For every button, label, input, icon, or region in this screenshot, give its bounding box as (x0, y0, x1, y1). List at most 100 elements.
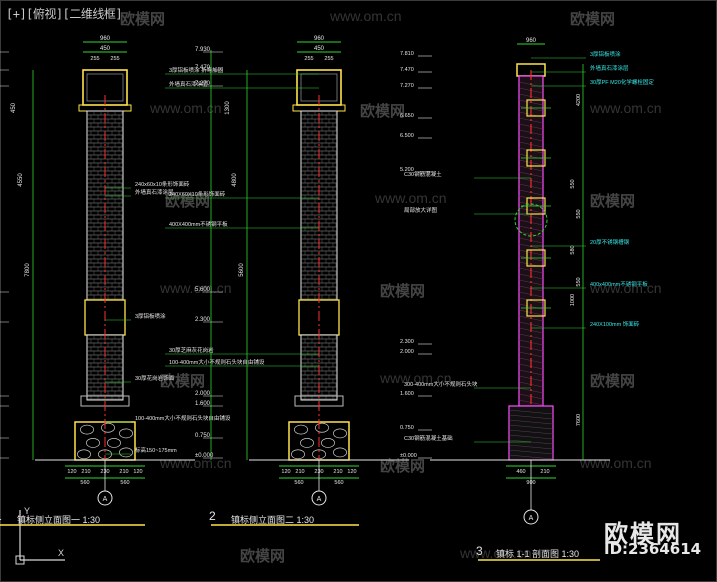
level-label: 7.470 (195, 65, 211, 71)
height-dim-label: 4200 (576, 94, 582, 106)
view-2: 960450255255120210230210120560560A7.9307… (165, 36, 409, 526)
height-dim-label: 7800 (25, 263, 31, 277)
height-dim-label: 7600 (576, 414, 582, 426)
note-text: 100-400mm大小不规则石头块自由铺设 (169, 358, 265, 366)
watermark: www.om.cn (160, 455, 232, 471)
section-marker (311, 490, 327, 506)
note-text: 240x60x10条形饰面砖 (135, 180, 190, 188)
level-label: 5.600 (195, 287, 211, 293)
logo-wordmark: 欧模网 (604, 520, 682, 548)
note-text: 30厚PF M20化学螺栓固定 (590, 78, 654, 86)
level-label: 6.500 (400, 133, 414, 139)
height-dim-label: 550 (570, 179, 576, 188)
note-text: 局部放大详图 (404, 206, 438, 214)
top-dim-label: 450 (314, 46, 325, 52)
bottom-dim-label: 120 (347, 469, 356, 475)
height-dim-label: 1300 (225, 101, 231, 115)
watermark: 欧模网 (590, 373, 636, 390)
view-number: 2 (209, 509, 216, 523)
note-text: 外墙真石漆涂层 (169, 80, 208, 88)
note-text: 3厚铝板喷涂 折弯加固 (169, 66, 224, 74)
viewport-label[interactable]: [+][俯视][二维线框] (6, 7, 123, 21)
view-title: 镇标 1-1 剖面图 1:30 (496, 548, 579, 559)
watermark: www.om.cn (460, 545, 532, 561)
level-label: 2.000 (195, 391, 211, 397)
stone-block (333, 447, 347, 458)
stone-block (333, 428, 347, 439)
top-dim-label: 450 (100, 46, 111, 52)
watermark: 欧模网 (160, 373, 206, 390)
note-text: 标高150~175mm (135, 446, 177, 454)
section-marker-label: A (103, 496, 108, 503)
base-dim-label: 560 (120, 480, 129, 486)
height-dim-label: 1000 (570, 294, 576, 306)
view-3: 960460210900A7.8107.4707.2706.6506.5005.… (400, 38, 654, 561)
level-label: ±0.000 (400, 453, 417, 459)
section-marker (97, 490, 113, 506)
level-label: 0.750 (195, 433, 211, 439)
stone-block (80, 424, 94, 435)
note-text: 100-400mm大小不规则石头块自由铺设 (135, 414, 231, 422)
watermark: 欧模网 (380, 458, 426, 475)
level-label: 5.200 (400, 167, 414, 173)
watermark: www.om.cn (590, 100, 662, 116)
note-text: 30厚芝麻灰花岗岩 (169, 346, 214, 354)
watermark: 欧模网 (240, 548, 286, 565)
note-text: 240X100mm 饰面砖 (590, 320, 640, 328)
level-label: 7.470 (400, 67, 414, 73)
watermark: 欧模网 (360, 103, 406, 120)
level-label: 7.270 (400, 83, 414, 89)
base-dim-label: 560 (80, 480, 89, 486)
stone-block (119, 447, 133, 458)
watermark: 欧模网 (570, 11, 616, 28)
ucs-icon: Y X (15, 506, 65, 565)
level-label: 1.600 (195, 401, 211, 407)
watermark: www.om.cn (380, 370, 452, 386)
stone-block (291, 449, 305, 460)
view-number: 1 (0, 509, 2, 523)
level-label: 7.270 (195, 81, 211, 87)
footing-hatch (508, 454, 554, 460)
stone-block (321, 437, 335, 448)
note-text: C30钢筋混凝土 (404, 170, 442, 178)
top-dim-label: 255 (324, 56, 333, 62)
height-dim-label: 550 (576, 277, 582, 286)
stone-block (294, 424, 308, 435)
level-label: 6.650 (400, 113, 414, 119)
footing-hatch (508, 424, 554, 430)
stone-block (107, 437, 121, 448)
logo-id: ID:2364614 (604, 540, 702, 558)
footing-hatch (508, 419, 554, 425)
bottom-dim-label: 210 (119, 469, 128, 475)
base-dim-label: 560 (334, 480, 343, 486)
top-dim-label: 255 (304, 56, 313, 62)
top-dim-label: 255 (110, 56, 119, 62)
note-text: 400X400mm不锈钢平板 (169, 220, 228, 228)
section-marker-label: A (317, 496, 322, 503)
level-label: 7.930 (195, 47, 211, 53)
footing-hatch (508, 429, 554, 435)
watermark: 欧模网 (165, 193, 211, 210)
note-text: 240X60X10条形饰面砖 (169, 190, 226, 198)
level-label: 2.000 (400, 349, 414, 355)
height-dim-label: 550 (576, 209, 582, 218)
bottom-dim-label: 210 (540, 469, 549, 475)
height-dim-label: 450 (11, 102, 17, 113)
base-dim-label: 560 (294, 480, 303, 486)
bottom-dim-label: 120 (67, 469, 76, 475)
detail-callout (514, 203, 548, 237)
watermark: www.om.cn (375, 190, 447, 206)
note-text: C30钢筋混凝土基础 (404, 434, 453, 442)
height-dim-label: 4550 (18, 173, 24, 187)
level-label: 7.810 (400, 51, 414, 57)
watermark: 欧模网 (380, 283, 426, 300)
note-text: 3厚铝板喷涂 (135, 312, 166, 320)
bottom-dim-label: 120 (133, 469, 142, 475)
section-marker-label: A (529, 515, 534, 522)
footing-hatch (508, 449, 554, 455)
height-dim-label: 5600 (239, 263, 245, 277)
watermark: www.om.cn (590, 280, 662, 296)
view-title: 镇标侧立面图一 1:30 (17, 514, 100, 525)
